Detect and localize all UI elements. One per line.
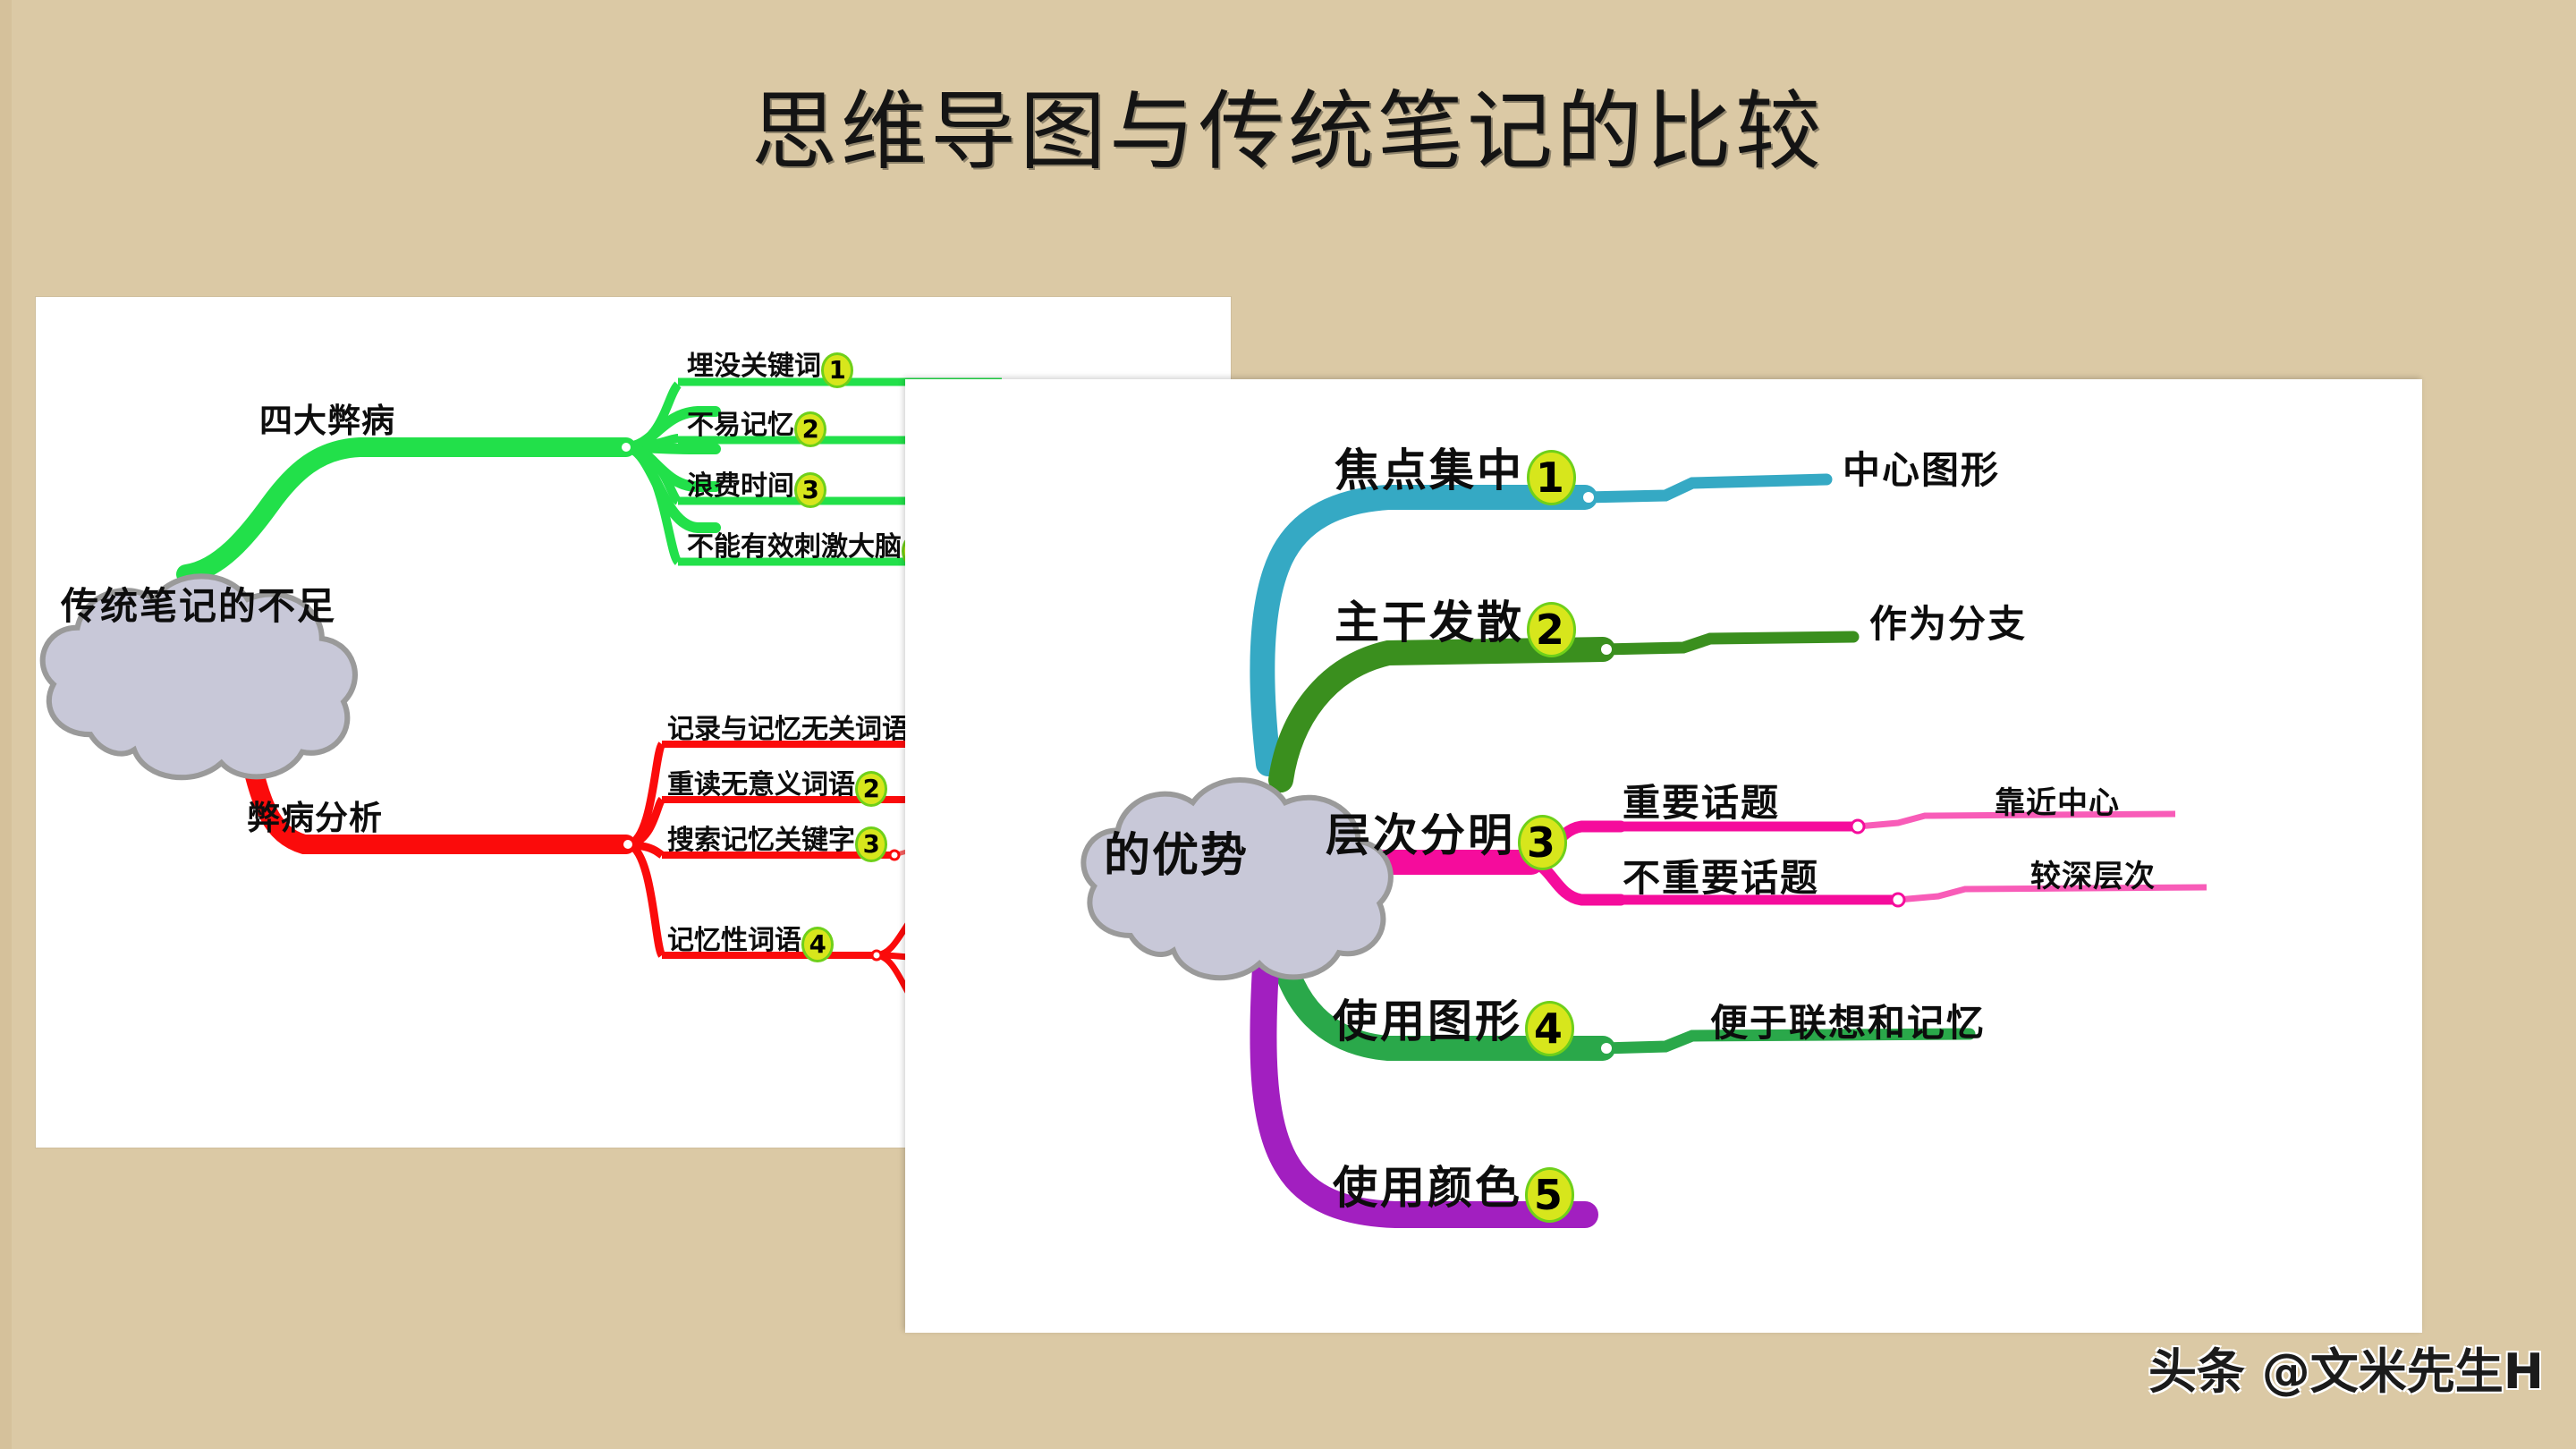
branch-label-drawback-analysis[interactable]: 弊病分析 bbox=[247, 799, 383, 837]
badge-number: 2 bbox=[1529, 605, 1574, 656]
node-dot-teal bbox=[1583, 492, 1594, 503]
badge-number: 4 bbox=[1527, 1004, 1572, 1055]
badge-number: 3 bbox=[797, 475, 825, 506]
leaf-no-brain-stimulation[interactable]: 不能有效刺激大脑4 bbox=[687, 524, 932, 567]
node-dot-green2 bbox=[1601, 1043, 1612, 1054]
tail-connector-pink-1 bbox=[1857, 810, 2176, 830]
traditional-notes-branches bbox=[39, 377, 1129, 1016]
left-gutter-strip bbox=[0, 0, 12, 1449]
leaf-record-irrelevant-words[interactable]: 记录与记忆无关词语1 bbox=[667, 707, 939, 750]
badge-number: 2 bbox=[797, 414, 825, 445]
badge-number: 3 bbox=[858, 829, 886, 860]
cloud-advantages bbox=[1080, 777, 1394, 981]
branch-purple bbox=[1250, 938, 1598, 1228]
advantage-tail-easy-association[interactable]: 便于联想和记忆 bbox=[1710, 1001, 1987, 1045]
branch-green2-tail bbox=[1597, 1028, 1976, 1055]
tail-connector-pink-2 bbox=[1897, 884, 2207, 903]
advantage-tail-near-center[interactable]: 靠近中心 bbox=[1995, 785, 2120, 821]
badge-number: 3 bbox=[1520, 818, 1565, 869]
watermark: 头条 @文米先生H bbox=[2148, 1343, 2544, 1400]
cloud-traditional bbox=[39, 573, 358, 781]
branch-red-curve-4 bbox=[626, 840, 666, 958]
badge-number: 2 bbox=[858, 774, 886, 805]
branch-green-curve-4 bbox=[624, 443, 682, 565]
advantage-tail-deeper-level[interactable]: 较深层次 bbox=[2030, 859, 2156, 894]
node-dot-green bbox=[622, 443, 631, 452]
badge-number: 5 bbox=[1527, 1170, 1572, 1221]
branch-label-four-drawbacks[interactable]: 四大弊病 bbox=[259, 402, 395, 440]
badge-number: 1 bbox=[824, 355, 852, 386]
badge-number: 4 bbox=[804, 929, 832, 961]
center-topic-advantages[interactable]: 的优势 bbox=[1104, 829, 1250, 883]
branch-teal-tail bbox=[1579, 473, 1833, 504]
tail-dot-pink-1 bbox=[1850, 818, 1866, 835]
advantage-tail-central-image[interactable]: 中心图形 bbox=[1843, 448, 2001, 492]
advantage-tail-as-branch[interactable]: 作为分支 bbox=[1869, 602, 2028, 646]
branch-teal bbox=[1250, 485, 1597, 776]
tail-dot-pink-2 bbox=[1890, 892, 1906, 908]
branch-darkgreen bbox=[1268, 637, 1615, 792]
sub-node-dot-4 bbox=[870, 949, 883, 962]
badge-number: 1 bbox=[1529, 453, 1574, 504]
branch-darkgreen-tail bbox=[1597, 631, 1860, 656]
tail-dot-red-3 bbox=[888, 849, 901, 861]
mindmap-advantages-branches bbox=[1080, 473, 2207, 1228]
center-topic-traditional-notes[interactable]: 传统笔记的不足 bbox=[61, 584, 337, 628]
advantage-sub-important-topic[interactable]: 重要话题 bbox=[1623, 781, 1781, 825]
node-dot-red bbox=[623, 840, 632, 849]
advantage-sub-unimportant-topic[interactable]: 不重要话题 bbox=[1623, 856, 1820, 900]
page-title: 思维导图与传统笔记的比较 bbox=[751, 81, 1825, 182]
node-dot-darkgreen bbox=[1601, 644, 1612, 655]
branch-green-trunk bbox=[176, 437, 636, 584]
